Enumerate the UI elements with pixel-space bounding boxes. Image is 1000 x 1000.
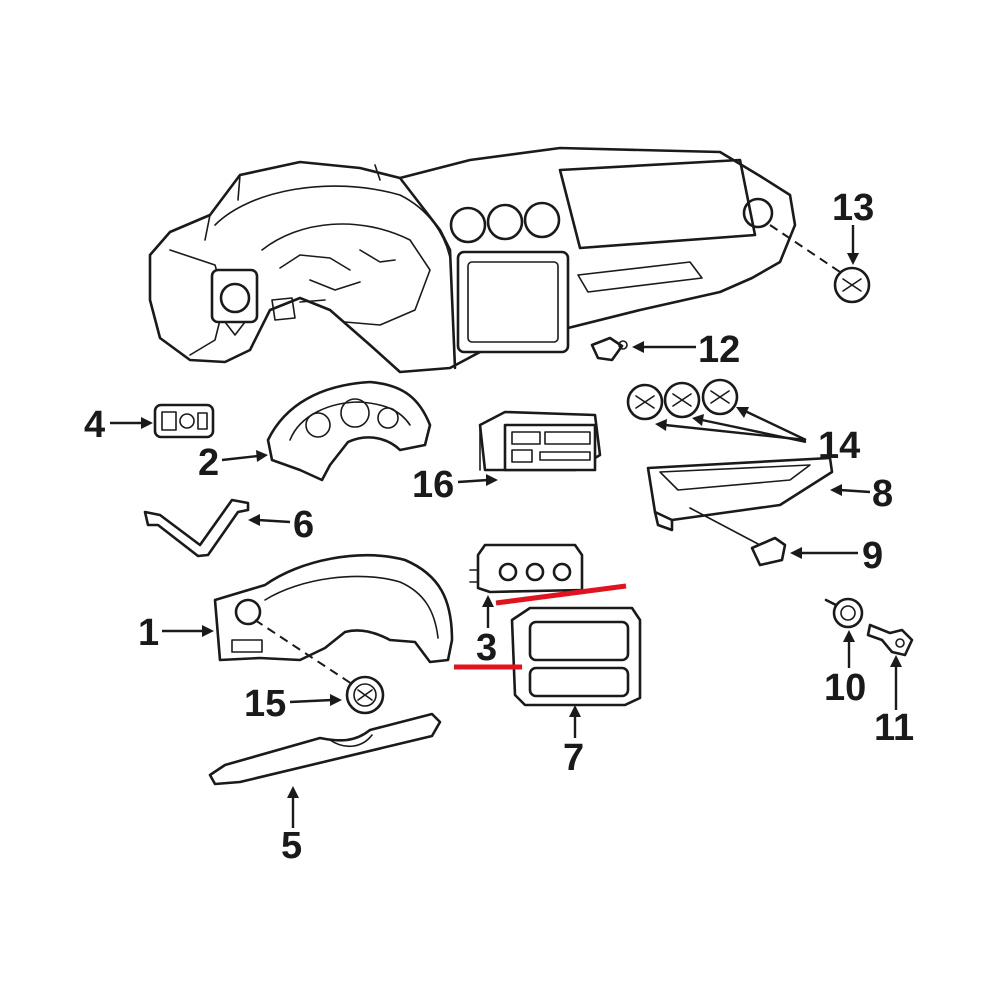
- callout-8: 8: [872, 473, 893, 515]
- headlamp-switch: [153, 403, 215, 439]
- callout-13: 13: [832, 187, 874, 229]
- assembly-guides: [254, 224, 841, 685]
- knob: [345, 675, 385, 715]
- callout-15: 15: [244, 683, 286, 725]
- air-vents: [626, 378, 739, 421]
- callout-16: 16: [412, 464, 454, 506]
- callout-6: 6: [293, 504, 314, 546]
- radio-bezel: [510, 606, 642, 707]
- callout-9: 9: [862, 535, 883, 577]
- sensor: [590, 336, 628, 362]
- leader-lines: [110, 225, 902, 828]
- callout-12: 12: [698, 329, 740, 371]
- key: [866, 623, 914, 657]
- instrument-cluster: [266, 380, 432, 482]
- callout-10: 10: [824, 667, 866, 709]
- callout-4: 4: [84, 404, 105, 446]
- mounting-bracket: [143, 498, 250, 558]
- callout-11: 11: [874, 707, 914, 749]
- highlight-marks: [454, 583, 627, 670]
- radio-unit: [478, 410, 602, 472]
- side-vent: [833, 266, 871, 304]
- instrument-panel: [148, 146, 797, 374]
- callout-1: 1: [138, 612, 159, 654]
- callout-3: 3: [476, 627, 497, 669]
- callout-2: 2: [198, 442, 219, 484]
- glove-box-latch: [689, 507, 787, 567]
- lower-trim-panel: [208, 712, 442, 786]
- climate-control: [469, 543, 584, 594]
- highlight-line-upper: [495, 583, 627, 606]
- cluster-bezel: [213, 554, 454, 664]
- callout-14: 14: [818, 425, 860, 467]
- callout-7: 7: [563, 737, 584, 779]
- callout-labels: 1 2 3 4 5 6 7 8 9 10 11 12 13 14 15 16: [84, 187, 914, 867]
- lock-cylinder: [824, 597, 864, 629]
- callout-5: 5: [281, 825, 302, 867]
- glove-box: [646, 456, 834, 532]
